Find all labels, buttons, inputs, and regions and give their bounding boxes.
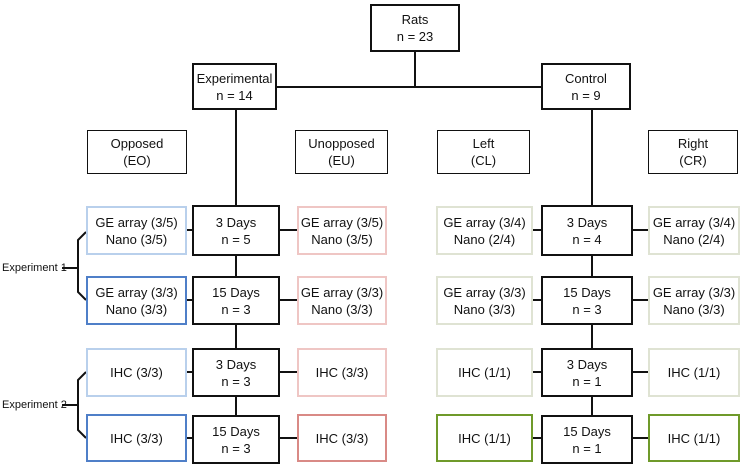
control-3-days-exp1: 3 Days n = 4 [541, 205, 633, 256]
ihc-text: IHC (3/3) [110, 430, 163, 446]
cr-box-3-days-exp2: IHC (1/1) [648, 348, 740, 397]
nano-text: Nano (2/4) [453, 231, 516, 247]
timepoint-count: n = 5 [221, 231, 251, 247]
timepoint-label: 15 Days [563, 284, 611, 300]
experimental-3-days-exp1: 3 Days n = 5 [192, 205, 280, 256]
ge-array-text: GE array (3/3) [300, 284, 384, 300]
experimental-count: n = 14 [216, 87, 253, 103]
ge-array-text: GE array (3/3) [443, 284, 526, 300]
eu-box-3-days-exp2: IHC (3/3) [297, 348, 387, 397]
ihc-text: IHC (1/1) [458, 430, 511, 446]
ge-array-text: GE array (3/3) [95, 284, 178, 300]
timepoint-label: 3 Days [566, 214, 608, 230]
timepoint-count: n = 3 [221, 440, 251, 456]
timepoint-label: 15 Days [212, 284, 260, 300]
timepoint-count: n = 1 [572, 440, 602, 456]
ihc-text: IHC (1/1) [667, 365, 721, 380]
experimental-3-days-exp2: 3 Days n = 3 [192, 348, 280, 397]
ge-array-text: GE array (3/4) [652, 214, 736, 230]
header-opposed-code: (EO) [123, 153, 151, 168]
header-opposed: Opposed (EO) [87, 130, 187, 174]
cl-box-3-days-exp1: GE array (3/4) Nano (2/4) [436, 206, 533, 255]
timepoint-label: 15 Days [212, 423, 260, 439]
header-unopposed-title: Unopposed [308, 136, 375, 151]
header-right: Right (CR) [648, 130, 738, 174]
experimental-15-days-exp1: 15 Days n = 3 [192, 276, 280, 325]
cr-box-15-days-exp2: IHC (1/1) [648, 414, 740, 462]
ihc-text: IHC (3/3) [315, 430, 369, 446]
experiment-1-label: Experiment 1 [2, 262, 67, 274]
eo-box-3-days-exp1: GE array (3/5) Nano (3/5) [86, 206, 187, 255]
experiment-1-bracket [77, 231, 87, 301]
ge-array-text: GE array (3/5) [95, 214, 178, 230]
timepoint-label: 3 Days [566, 356, 608, 372]
nano-text: Nano (3/5) [311, 231, 373, 247]
nano-text: Nano (3/5) [105, 231, 168, 247]
rats-box: Rats n = 23 [370, 4, 460, 52]
experimental-box: Experimental n = 14 [192, 63, 277, 110]
timepoint-count: n = 3 [572, 301, 602, 317]
cl-box-15-days-exp1: GE array (3/3) Nano (3/3) [436, 276, 533, 325]
experiment-2-bracket [77, 371, 87, 439]
header-unopposed: Unopposed (EU) [295, 130, 388, 174]
ihc-text: IHC (3/3) [110, 365, 163, 380]
eu-box-3-days-exp1: GE array (3/5) Nano (3/5) [297, 206, 387, 255]
experimental-label: Experimental [196, 70, 273, 86]
experiment-2-label: Experiment 2 [2, 399, 67, 411]
experimental-15-days-exp2: 15 Days n = 3 [192, 415, 280, 464]
nano-text: Nano (3/3) [105, 301, 168, 317]
timepoint-label: 3 Days [215, 356, 257, 372]
nano-text: Nano (2/4) [663, 231, 725, 247]
header-unopposed-code: (EU) [328, 153, 355, 168]
ihc-text: IHC (3/3) [315, 365, 369, 380]
control-3-days-exp2: 3 Days n = 1 [541, 348, 633, 397]
control-15-days-exp2: 15 Days n = 1 [541, 415, 633, 464]
header-left-code: (CL) [470, 153, 497, 168]
header-left-title: Left [472, 136, 495, 151]
cr-box-3-days-exp1: GE array (3/4) Nano (2/4) [648, 206, 740, 255]
timepoint-count: n = 3 [221, 301, 251, 317]
timepoint-count: n = 3 [221, 373, 251, 389]
header-left: Left (CL) [437, 130, 530, 174]
eo-box-15-days-exp1: GE array (3/3) Nano (3/3) [86, 276, 187, 325]
cr-box-15-days-exp1: GE array (3/3) Nano (3/3) [648, 276, 740, 325]
eo-box-15-days-exp2: IHC (3/3) [86, 414, 187, 462]
ge-array-text: GE array (3/3) [652, 284, 736, 300]
timepoint-label: 3 Days [215, 214, 257, 230]
timepoint-label: 15 Days [563, 423, 611, 439]
control-box: Control n = 9 [541, 63, 631, 110]
control-label: Control [565, 70, 607, 86]
rats-count: n = 23 [396, 29, 434, 44]
control-15-days-exp1: 15 Days n = 3 [541, 276, 633, 325]
nano-text: Nano (3/3) [311, 301, 373, 317]
timepoint-count: n = 4 [572, 231, 602, 247]
eu-box-15-days-exp1: GE array (3/3) Nano (3/3) [297, 276, 387, 325]
control-count: n = 9 [571, 87, 601, 103]
ge-array-text: GE array (3/5) [300, 214, 384, 230]
ihc-text: IHC (1/1) [667, 430, 721, 446]
rats-label: Rats [401, 12, 429, 27]
nano-text: Nano (3/3) [453, 301, 516, 317]
cl-box-15-days-exp2: IHC (1/1) [436, 414, 533, 462]
nano-text: Nano (3/3) [663, 301, 725, 317]
header-right-title: Right [677, 136, 709, 151]
ihc-text: IHC (1/1) [458, 365, 511, 380]
timepoint-count: n = 1 [572, 373, 602, 389]
ge-array-text: GE array (3/4) [443, 214, 526, 230]
cl-box-3-days-exp2: IHC (1/1) [436, 348, 533, 397]
header-right-code: (CR) [679, 153, 707, 168]
eo-box-3-days-exp2: IHC (3/3) [86, 348, 187, 397]
header-opposed-title: Opposed [110, 136, 164, 151]
eu-box-15-days-exp2: IHC (3/3) [297, 414, 387, 462]
